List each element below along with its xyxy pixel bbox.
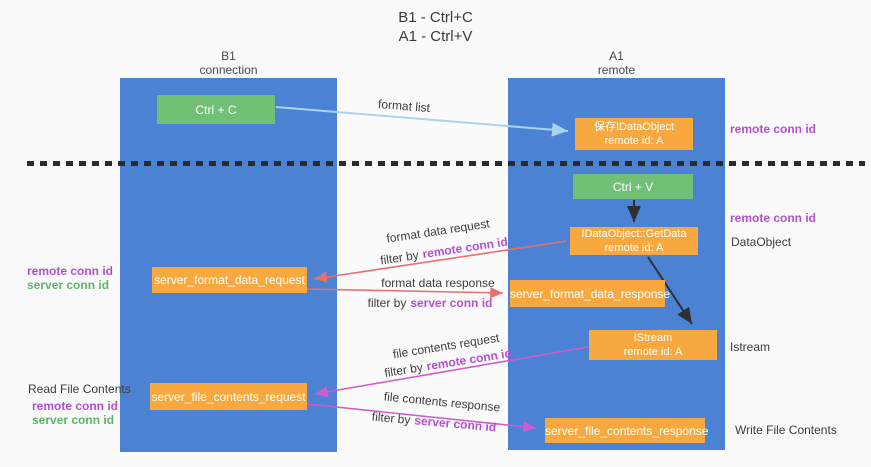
- format-data-response-arrow: [306, 287, 504, 299]
- lane-b1-name: B1: [221, 49, 236, 63]
- title-line-1: B1 - Ctrl+C: [398, 9, 473, 26]
- left-remote-conn-id-label-1: remote conn id: [27, 264, 114, 278]
- getdata-line1: IDataObject::GetData: [581, 228, 687, 240]
- server-conn-id-term: server conn id: [410, 296, 493, 310]
- node-ctrl-c: Ctrl + C: [157, 95, 275, 124]
- server-format-data-response-label: server_format_data_response: [510, 286, 671, 301]
- getdata-line2: remote id: A: [604, 242, 664, 254]
- getdata-to-istream-arrow: [647, 256, 693, 325]
- filter-by-text: filter by: [367, 296, 407, 310]
- node-server-file-contents-request: server_file_contents_request: [150, 383, 307, 410]
- istream-side-label: Istream: [730, 340, 771, 354]
- file-contents-request-arrow: [314, 346, 589, 398]
- file-contents-response-arrow: [306, 403, 537, 433]
- format-data-response-label: format data response: [381, 276, 495, 290]
- istream-line1: IStream: [633, 332, 673, 344]
- lane-header-a1: A1 remote: [508, 49, 725, 77]
- save-idataobject-line1: 保存IDataObject: [593, 121, 675, 133]
- node-server-format-data-response: server_format_data_response: [510, 280, 671, 307]
- right-remote-conn-id-label-1: remote conn id: [730, 122, 817, 136]
- node-server-format-data-request: server_format_data_request: [152, 267, 307, 293]
- node-save-idataobject: 保存IDataObject remote id: A: [575, 118, 693, 150]
- node-istream: IStream remote id: A: [589, 330, 717, 360]
- ctrl-c-label: Ctrl + C: [195, 102, 237, 117]
- server-file-contents-request-label: server_file_contents_request: [151, 389, 306, 404]
- diagram-title: B1 - Ctrl+C A1 - Ctrl+V: [0, 8, 871, 46]
- lane-header-b1: B1 connection: [120, 49, 337, 77]
- node-idataobject-getdata: IDataObject::GetData remote id: A: [570, 227, 698, 255]
- right-remote-conn-id-label-2: remote conn id: [730, 211, 817, 225]
- left-server-conn-id-label-2: server conn id: [32, 413, 115, 427]
- title-line-2: A1 - Ctrl+V: [398, 28, 473, 45]
- write-file-contents-label: Write File Contents: [735, 423, 837, 437]
- lane-a1-name: A1: [609, 49, 624, 63]
- read-file-contents-label: Read File Contents: [28, 382, 131, 396]
- phase-divider-dashed-line: [27, 161, 865, 166]
- server-file-contents-response-label: server_file_contents_response: [545, 423, 709, 438]
- lane-a1-role: remote: [597, 63, 636, 77]
- node-server-file-contents-response: server_file_contents_response: [545, 418, 709, 443]
- server-format-data-request-label: server_format_data_request: [154, 273, 305, 287]
- dataobject-label: DataObject: [731, 235, 792, 249]
- format-data-request-arrow: [313, 240, 568, 283]
- istream-line2: remote id: A: [623, 346, 683, 358]
- left-remote-conn-id-label-2: remote conn id: [32, 399, 119, 413]
- format-list-arrow: [275, 106, 569, 137]
- ctrl-v-label: Ctrl + V: [612, 179, 654, 194]
- save-idataobject-line2: remote id: A: [604, 135, 664, 147]
- left-server-conn-id-label-1: server conn id: [27, 278, 110, 292]
- lane-b1-role: connection: [199, 63, 258, 77]
- node-ctrl-v: Ctrl + V: [573, 174, 693, 199]
